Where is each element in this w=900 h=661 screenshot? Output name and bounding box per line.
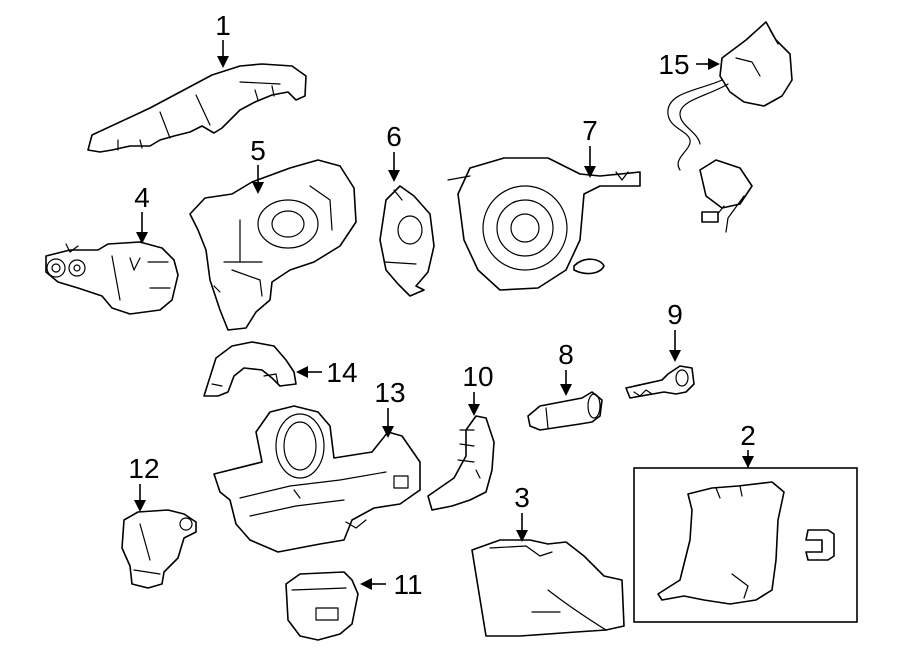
part-11-key-lock-solenoid <box>285 571 359 641</box>
callout-6: 6 <box>386 121 402 152</box>
part-6-steering-angle-sensor <box>379 185 435 297</box>
part-1-upper-column-cover <box>87 63 307 153</box>
part-9-ignition-key <box>625 365 695 399</box>
callout-12: 12 <box>128 453 159 484</box>
callout-2: 2 <box>740 420 756 451</box>
part-15-wiring-harness <box>667 21 793 233</box>
callout-15: 15 <box>658 49 689 80</box>
callout-11: 11 <box>393 569 422 600</box>
part-10-switch-bracket <box>427 415 495 511</box>
part-13-ignition-switch-housing <box>213 405 421 553</box>
leader-lines <box>134 40 754 590</box>
part-3-lower-column-cover <box>471 539 625 637</box>
callout-9: 9 <box>667 299 683 330</box>
part-4-multifunction-switch <box>45 241 179 315</box>
part-2-lower-trim-kit-box <box>633 467 858 623</box>
callout-3: 3 <box>514 482 530 513</box>
part-12-ignition-switch <box>121 509 197 589</box>
callout-8: 8 <box>558 339 574 370</box>
callout-14: 14 <box>326 357 357 388</box>
part-14-support-bracket <box>203 341 297 397</box>
part-7-clock-spring <box>447 157 641 291</box>
part-8-lock-cylinder <box>527 391 603 431</box>
callout-10: 10 <box>462 361 493 392</box>
callout-7: 7 <box>582 115 598 146</box>
callout-4: 4 <box>134 182 150 213</box>
callout-5: 5 <box>250 135 266 166</box>
callout-labels: 1 2 3 4 5 6 7 8 9 10 11 12 13 14 15 <box>128 10 755 600</box>
callout-13: 13 <box>374 377 405 408</box>
callout-1: 1 <box>215 10 231 41</box>
part-5-column-housing <box>189 159 357 331</box>
